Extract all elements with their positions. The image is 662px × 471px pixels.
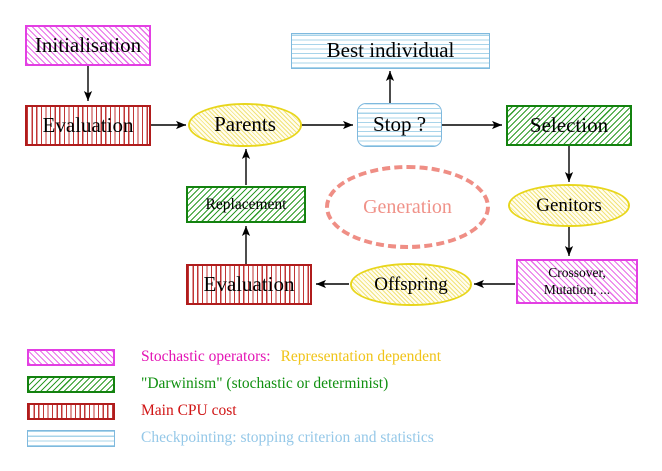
legend-row-darwinism: "Darwinism" (stochastic or determinist): [27, 375, 388, 393]
legend-row-stochastic-operators: Stochastic operators: Representation dep…: [27, 348, 441, 366]
node-genitors-label: Genitors: [536, 194, 602, 216]
node-stop[interactable]: Stop ?: [357, 103, 442, 147]
node-evaluation-bottom-label: Evaluation: [203, 271, 295, 296]
node-evaluation-bottom[interactable]: Evaluation: [186, 264, 312, 305]
legend-swatch-green-diagonal: [27, 375, 115, 393]
node-replacement-label: Replacement: [205, 195, 287, 213]
node-parents-label: Parents: [214, 112, 276, 137]
legend-row-checkpointing: Checkpointing: stopping criterion and st…: [27, 429, 434, 447]
legend-swatch-red-vertical: [27, 402, 115, 420]
node-best-individual[interactable]: Best individual: [291, 33, 490, 69]
legend-swatch-blue-horizontal: [27, 429, 115, 447]
node-evaluation-top-label: Evaluation: [42, 112, 134, 137]
legend-label-stochastic-operators: Stochastic operators:: [141, 348, 271, 365]
node-best-individual-label: Best individual: [326, 38, 455, 63]
legend-label-representation-dependent: Representation dependent: [280, 348, 442, 365]
node-crossover-mutation-label: Crossover, Mutation, ...: [543, 264, 611, 297]
node-offspring-label: Offspring: [374, 273, 448, 295]
node-generation-region: Generation: [325, 165, 490, 249]
node-evaluation-top[interactable]: Evaluation: [25, 105, 151, 146]
node-replacement[interactable]: Replacement: [186, 186, 306, 223]
node-crossover-mutation[interactable]: Crossover, Mutation, ...: [516, 259, 638, 304]
node-offspring[interactable]: Offspring: [350, 263, 472, 306]
node-stop-label: Stop ?: [372, 112, 427, 137]
legend-swatch-magenta-diagonal: [27, 348, 115, 366]
legend-label-main-cpu-cost: Main CPU cost: [141, 402, 237, 419]
node-selection[interactable]: Selection: [506, 105, 632, 146]
node-selection-label: Selection: [529, 112, 609, 137]
node-generation-label: Generation: [363, 195, 452, 218]
legend-label-darwinism: "Darwinism" (stochastic or determinist): [141, 375, 389, 392]
legend-row-main-cpu-cost: Main CPU cost: [27, 402, 237, 420]
node-initialisation-label: Initialisation: [34, 32, 142, 57]
legend-label-checkpointing: Checkpointing: stopping criterion and st…: [141, 429, 434, 446]
node-parents[interactable]: Parents: [188, 103, 302, 147]
node-initialisation[interactable]: Initialisation: [25, 25, 151, 66]
node-genitors[interactable]: Genitors: [508, 184, 630, 227]
